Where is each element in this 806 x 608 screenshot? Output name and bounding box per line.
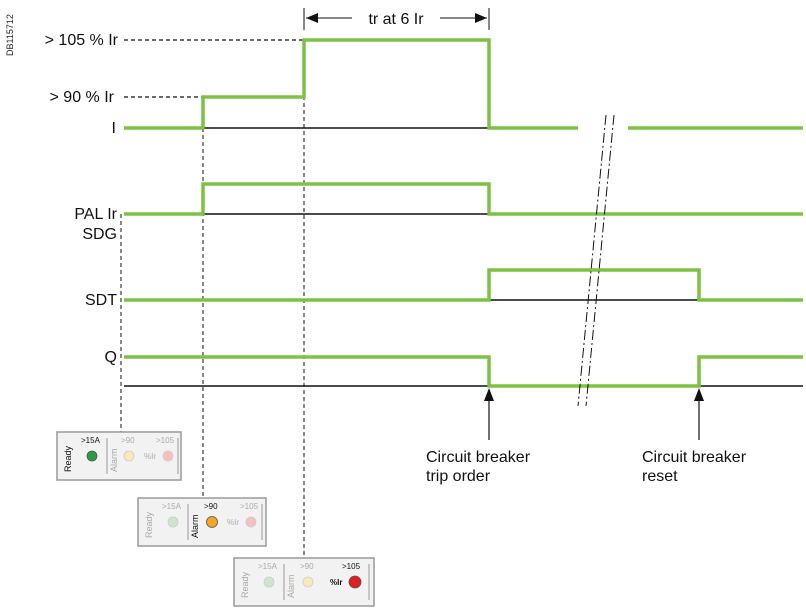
- indicator-panel-alarm: Ready >15A Alarm >90 >105 %Ir: [137, 497, 267, 547]
- reset-arrow-head: [694, 388, 704, 401]
- trip-annotation-line1: Circuit breaker: [426, 449, 531, 466]
- pal-label: PAL Ir: [74, 206, 117, 223]
- q-signal: [124, 355, 803, 388]
- panel2-pctir-text: %Ir: [227, 518, 239, 527]
- current-signal: [124, 38, 803, 130]
- panel1-90-text: >90: [121, 436, 135, 445]
- panel2-90-text: >90: [204, 502, 218, 511]
- level-105-label: > 105 % Ir: [45, 32, 119, 49]
- panel3-yellow-led-icon: [302, 576, 314, 588]
- sdt-signal: [124, 268, 803, 302]
- panel1-15a-text: >15A: [81, 436, 101, 445]
- panel1-105-text: >105: [156, 436, 175, 445]
- sdg-label: SDG: [82, 226, 117, 243]
- panel3-red-led-icon: [348, 575, 362, 589]
- reset-annotation-line2: reset: [642, 468, 678, 485]
- trip-annotation-line2: trip order: [426, 468, 491, 485]
- q-label: Q: [105, 349, 117, 366]
- panel2-red-led-icon: [245, 516, 257, 528]
- break-line-a: [577, 114, 607, 407]
- panel1-green-led-icon: [86, 450, 98, 462]
- indicator-panel-ready: Ready >15A Alarm >90 >105 %Ir: [56, 431, 182, 481]
- panel2-green-led-icon: [167, 516, 179, 528]
- panel1-red-led-icon: [162, 450, 174, 462]
- panel3-15a-text: >15A: [258, 562, 278, 571]
- tr-arrow-right-head: [475, 13, 487, 23]
- panel1-pctir-text: %Ir: [144, 452, 156, 461]
- pal-signal: [124, 182, 803, 216]
- panel1-ready-text: Ready: [63, 445, 73, 472]
- panel3-green-led-icon: [263, 576, 275, 588]
- doc-id: DB115712: [5, 14, 15, 56]
- panel2-15a-text: >15A: [162, 502, 182, 511]
- break-gap-1: [578, 118, 628, 138]
- panel3-90-text: >90: [300, 562, 314, 571]
- panel2-105-text: >105: [240, 502, 259, 511]
- panel3-alarm-text: Alarm: [286, 574, 296, 598]
- level-90-label: > 90 % Ir: [50, 89, 115, 106]
- panel2-ready-text: Ready: [144, 511, 154, 538]
- panel2-yellow-led-icon: [206, 516, 218, 528]
- panel2-alarm-text: Alarm: [190, 514, 200, 538]
- panel1-alarm-text: Alarm: [109, 448, 119, 472]
- tr-arrow-left-head: [306, 13, 318, 23]
- panel3-ready-text: Ready: [240, 571, 250, 598]
- panel3-105-text: >105: [342, 562, 361, 571]
- current-label: I: [112, 120, 116, 137]
- panel1-yellow-led-icon: [123, 450, 135, 462]
- indicator-panel-overload: Ready >15A Alarm >90 >105 %Ir: [233, 557, 375, 607]
- trip-arrow-head: [484, 388, 494, 401]
- break-line-b: [585, 114, 615, 407]
- reset-annotation-line1: Circuit breaker: [642, 449, 747, 466]
- sdt-label: SDT: [85, 292, 117, 309]
- tr-label: tr at 6 Ir: [368, 11, 424, 28]
- panel3-pctir-text: %Ir: [330, 578, 342, 587]
